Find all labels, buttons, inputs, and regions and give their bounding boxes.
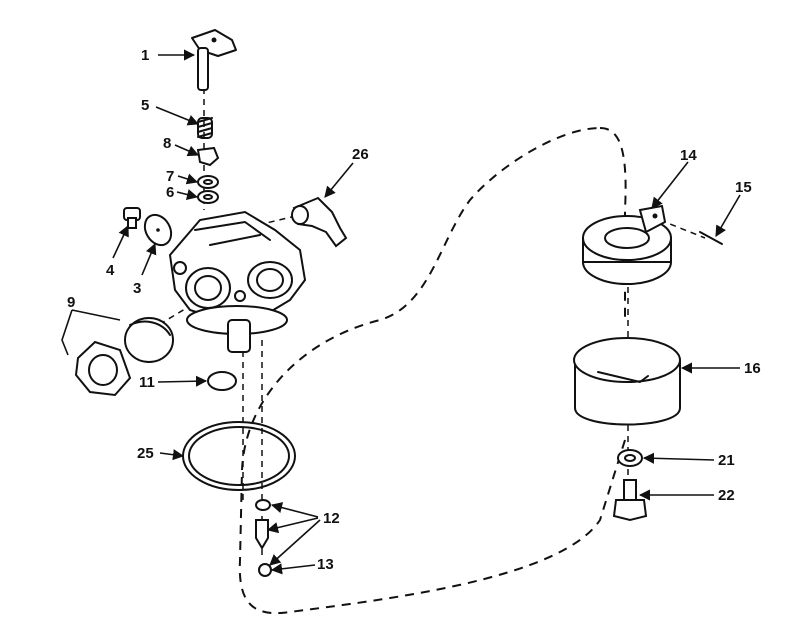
callout-5: 5 [141,97,149,114]
throttle-plate-part [143,213,173,247]
fuel-inlet-fitting [291,196,348,248]
o-ring-part [182,421,296,491]
needle-seat-parts [255,499,272,577]
dashed-group-outline [238,127,627,615]
callout-11: 11 [139,374,155,391]
bowl-nut-part [612,479,648,522]
callout-16: 16 [744,360,761,377]
primer-bulb-assembly [74,317,174,397]
callout-25: 25 [137,445,154,462]
float-part [582,204,672,285]
callout-3: 3 [133,280,141,297]
callout-8: 8 [163,135,171,152]
callout-22: 22 [718,487,735,504]
callout-13: 13 [317,556,334,573]
bowl-washer-part [617,449,643,467]
washer-part-7 [197,175,219,189]
axis-pin [659,219,706,239]
callout-26: 26 [352,146,369,163]
callout-4: 4 [106,262,115,279]
callout-1: 1 [141,47,149,64]
callout-9: 9 [67,294,75,311]
callout-15: 15 [735,179,752,196]
callout-6: 6 [166,184,174,201]
callout-7: 7 [166,168,174,185]
carburetor-body [168,210,307,353]
screw-part-4 [123,207,141,229]
screw-part-8 [196,146,220,167]
throttle-shaft-part [191,29,237,91]
float-bowl-part [573,337,681,426]
seal-part-6 [197,190,219,204]
callout-21: 21 [718,452,735,469]
float-pin-part [699,231,723,245]
callout-12: 12 [323,510,340,527]
filter-disc-part [207,371,237,391]
callout-14: 14 [680,147,697,164]
spring-part [197,117,213,139]
